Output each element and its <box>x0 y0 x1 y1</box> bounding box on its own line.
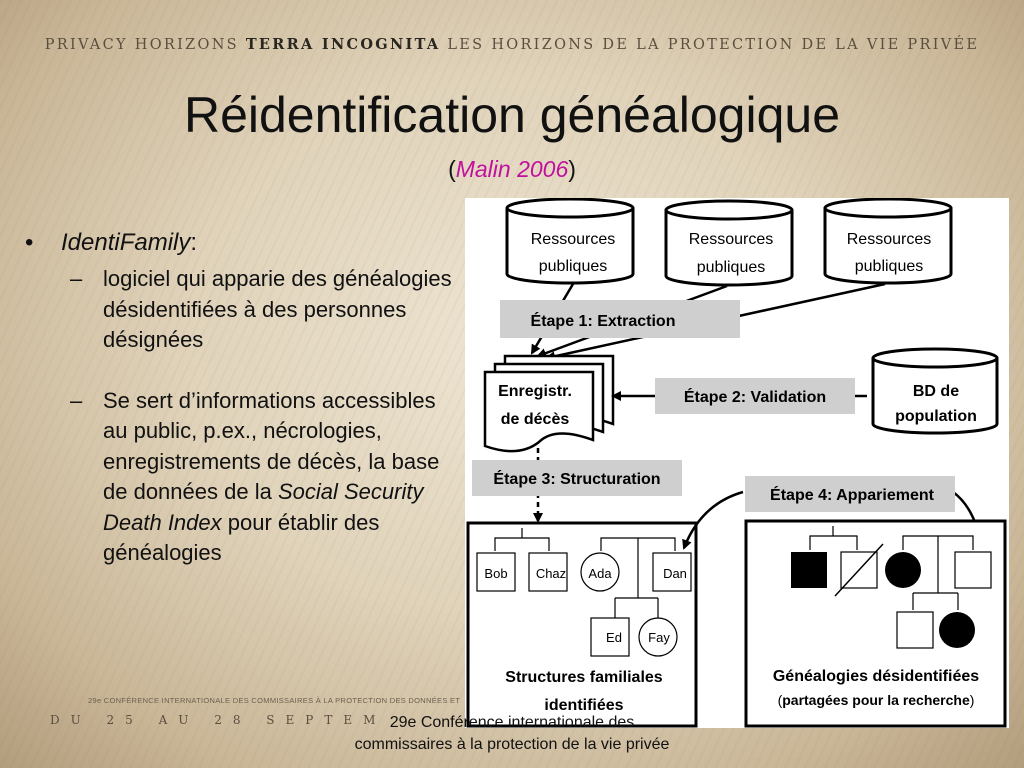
dash-icon: – <box>70 387 83 413</box>
db-label-2: population <box>895 408 977 425</box>
records-label-1: Enregistr. <box>498 383 572 400</box>
step-3-box <box>472 460 682 496</box>
bullet-term: IdentiFamily <box>61 229 191 256</box>
diagram-svg: Ressources publiques Ressources publique… <box>466 197 1007 728</box>
matching-arrow-left <box>682 490 744 550</box>
sub-bullet-2-tail: pour établir des généalogies <box>103 509 380 566</box>
resource-label-3a: Ressources <box>847 231 931 248</box>
subtitle-open-paren: ( <box>448 156 456 182</box>
bullet-list: • IdentiFamily: – logiciel qui apparie d… <box>25 228 455 569</box>
deid-label-2: (partagées pour la recherche) <box>778 692 975 708</box>
resource-label-1a: Ressources <box>531 231 615 248</box>
deid-male-empty <box>954 551 992 589</box>
person-ed-box <box>590 617 630 657</box>
person-bob: Bob <box>484 566 507 581</box>
person-fay-circle <box>638 617 678 657</box>
reidentification-diagram: Ressources publiques Ressources publique… <box>465 197 1009 728</box>
dash-icon: – <box>70 266 83 291</box>
bullet-item: • IdentiFamily: <box>25 228 455 258</box>
resource-label-3b: publiques <box>855 258 924 275</box>
sub-bullet-2-emphasis: Social Security Death Index <box>103 479 424 535</box>
deid-label-2-text: partagées pour la recherche <box>782 692 970 708</box>
family-tree-lines <box>494 528 676 618</box>
step-2-box <box>655 378 855 414</box>
sub-bullet-1: – logiciel qui apparie des généalogies d… <box>25 264 455 356</box>
step-3-label: Étape 3: Structuration <box>493 469 660 488</box>
sub-bullet-1-text: logiciel qui apparie des généalogies dés… <box>103 266 452 352</box>
step-1-label: Étape 1: Extraction <box>531 311 676 330</box>
header-part-1: PRIVACY HORIZONS <box>44 37 246 53</box>
slide-subtitle: (Malin 2006) <box>0 156 1024 183</box>
records-label-2: de décès <box>501 411 570 428</box>
resource-cylinder-3: Ressources publiques <box>823 197 953 285</box>
person-chaz: Chaz <box>536 566 566 581</box>
footer-dates: DU 25 AU 28 SEPTEMBRE 2007 <box>50 713 380 727</box>
deceased-slash <box>834 543 884 597</box>
footer-overlay-caption: 29e Conférence internationale des commis… <box>354 714 670 753</box>
step-1-box <box>500 300 740 338</box>
families-label-2: identifiées <box>544 697 623 714</box>
deid-child-male <box>896 611 934 649</box>
person-ed: Ed <box>606 630 622 645</box>
step-2-label: Étape 2: Validation <box>684 387 826 406</box>
step-4-box <box>745 476 955 512</box>
deid-child-female <box>939 612 975 648</box>
person-ada-circle <box>580 552 620 592</box>
person-ada: Ada <box>588 566 612 581</box>
footer-conference: 29e CONFÉRENCE INTERNATIONALE DES COMMIS… <box>88 696 460 705</box>
deid-male-filled <box>791 552 827 588</box>
step-4-label: Étape 4: Appariement <box>770 485 935 504</box>
deid-close-paren: ) <box>970 692 975 708</box>
conference-header: PRIVACY HORIZONS TERRA INCOGNITA LES HOR… <box>0 36 1024 53</box>
db-label-1: BD de <box>913 383 959 400</box>
resource-label-2a: Ressources <box>689 231 773 248</box>
subtitle-close-paren: ) <box>568 156 576 182</box>
person-dan: Dan <box>663 566 687 581</box>
slide-title: Réidentification généalogique <box>183 87 841 143</box>
resource-label-2b: publiques <box>697 259 766 276</box>
header-part-2: TERRA INCOGNITA <box>245 36 441 53</box>
resource-cylinder-2: Ressources publiques <box>664 199 794 287</box>
sub-bullet-2-text: Se sert d’informations accessibles au pu… <box>103 387 440 505</box>
families-label-1: Structures familiales <box>505 669 663 686</box>
deid-open-paren: ( <box>778 692 783 708</box>
subtitle-citation: Malin 2006 <box>455 156 569 182</box>
deid-female-filled <box>885 552 921 588</box>
population-db-cylinder: BD de population <box>871 347 999 435</box>
person-dan-box <box>652 552 692 592</box>
header-part-3: LES HORIZONS DE LA PROTECTION DE LA VIE … <box>440 37 980 53</box>
death-records-stack: Enregistr. de décès <box>483 354 615 453</box>
bullet-dot-icon: • <box>25 229 34 256</box>
sub-bullet-2: – Se sert d’informations accessibles au … <box>25 386 455 569</box>
person-bob-box <box>476 552 516 592</box>
person-fay: Fay <box>648 630 670 645</box>
resource-label-1b: publiques <box>539 258 608 275</box>
person-chaz-box <box>528 552 568 592</box>
deidentified-tree-lines <box>809 526 974 610</box>
resource-cylinder-1: Ressources publiques <box>505 197 635 285</box>
bullet-colon: : <box>190 229 198 256</box>
deid-label-1: Généalogies désidentifiées <box>773 668 979 685</box>
